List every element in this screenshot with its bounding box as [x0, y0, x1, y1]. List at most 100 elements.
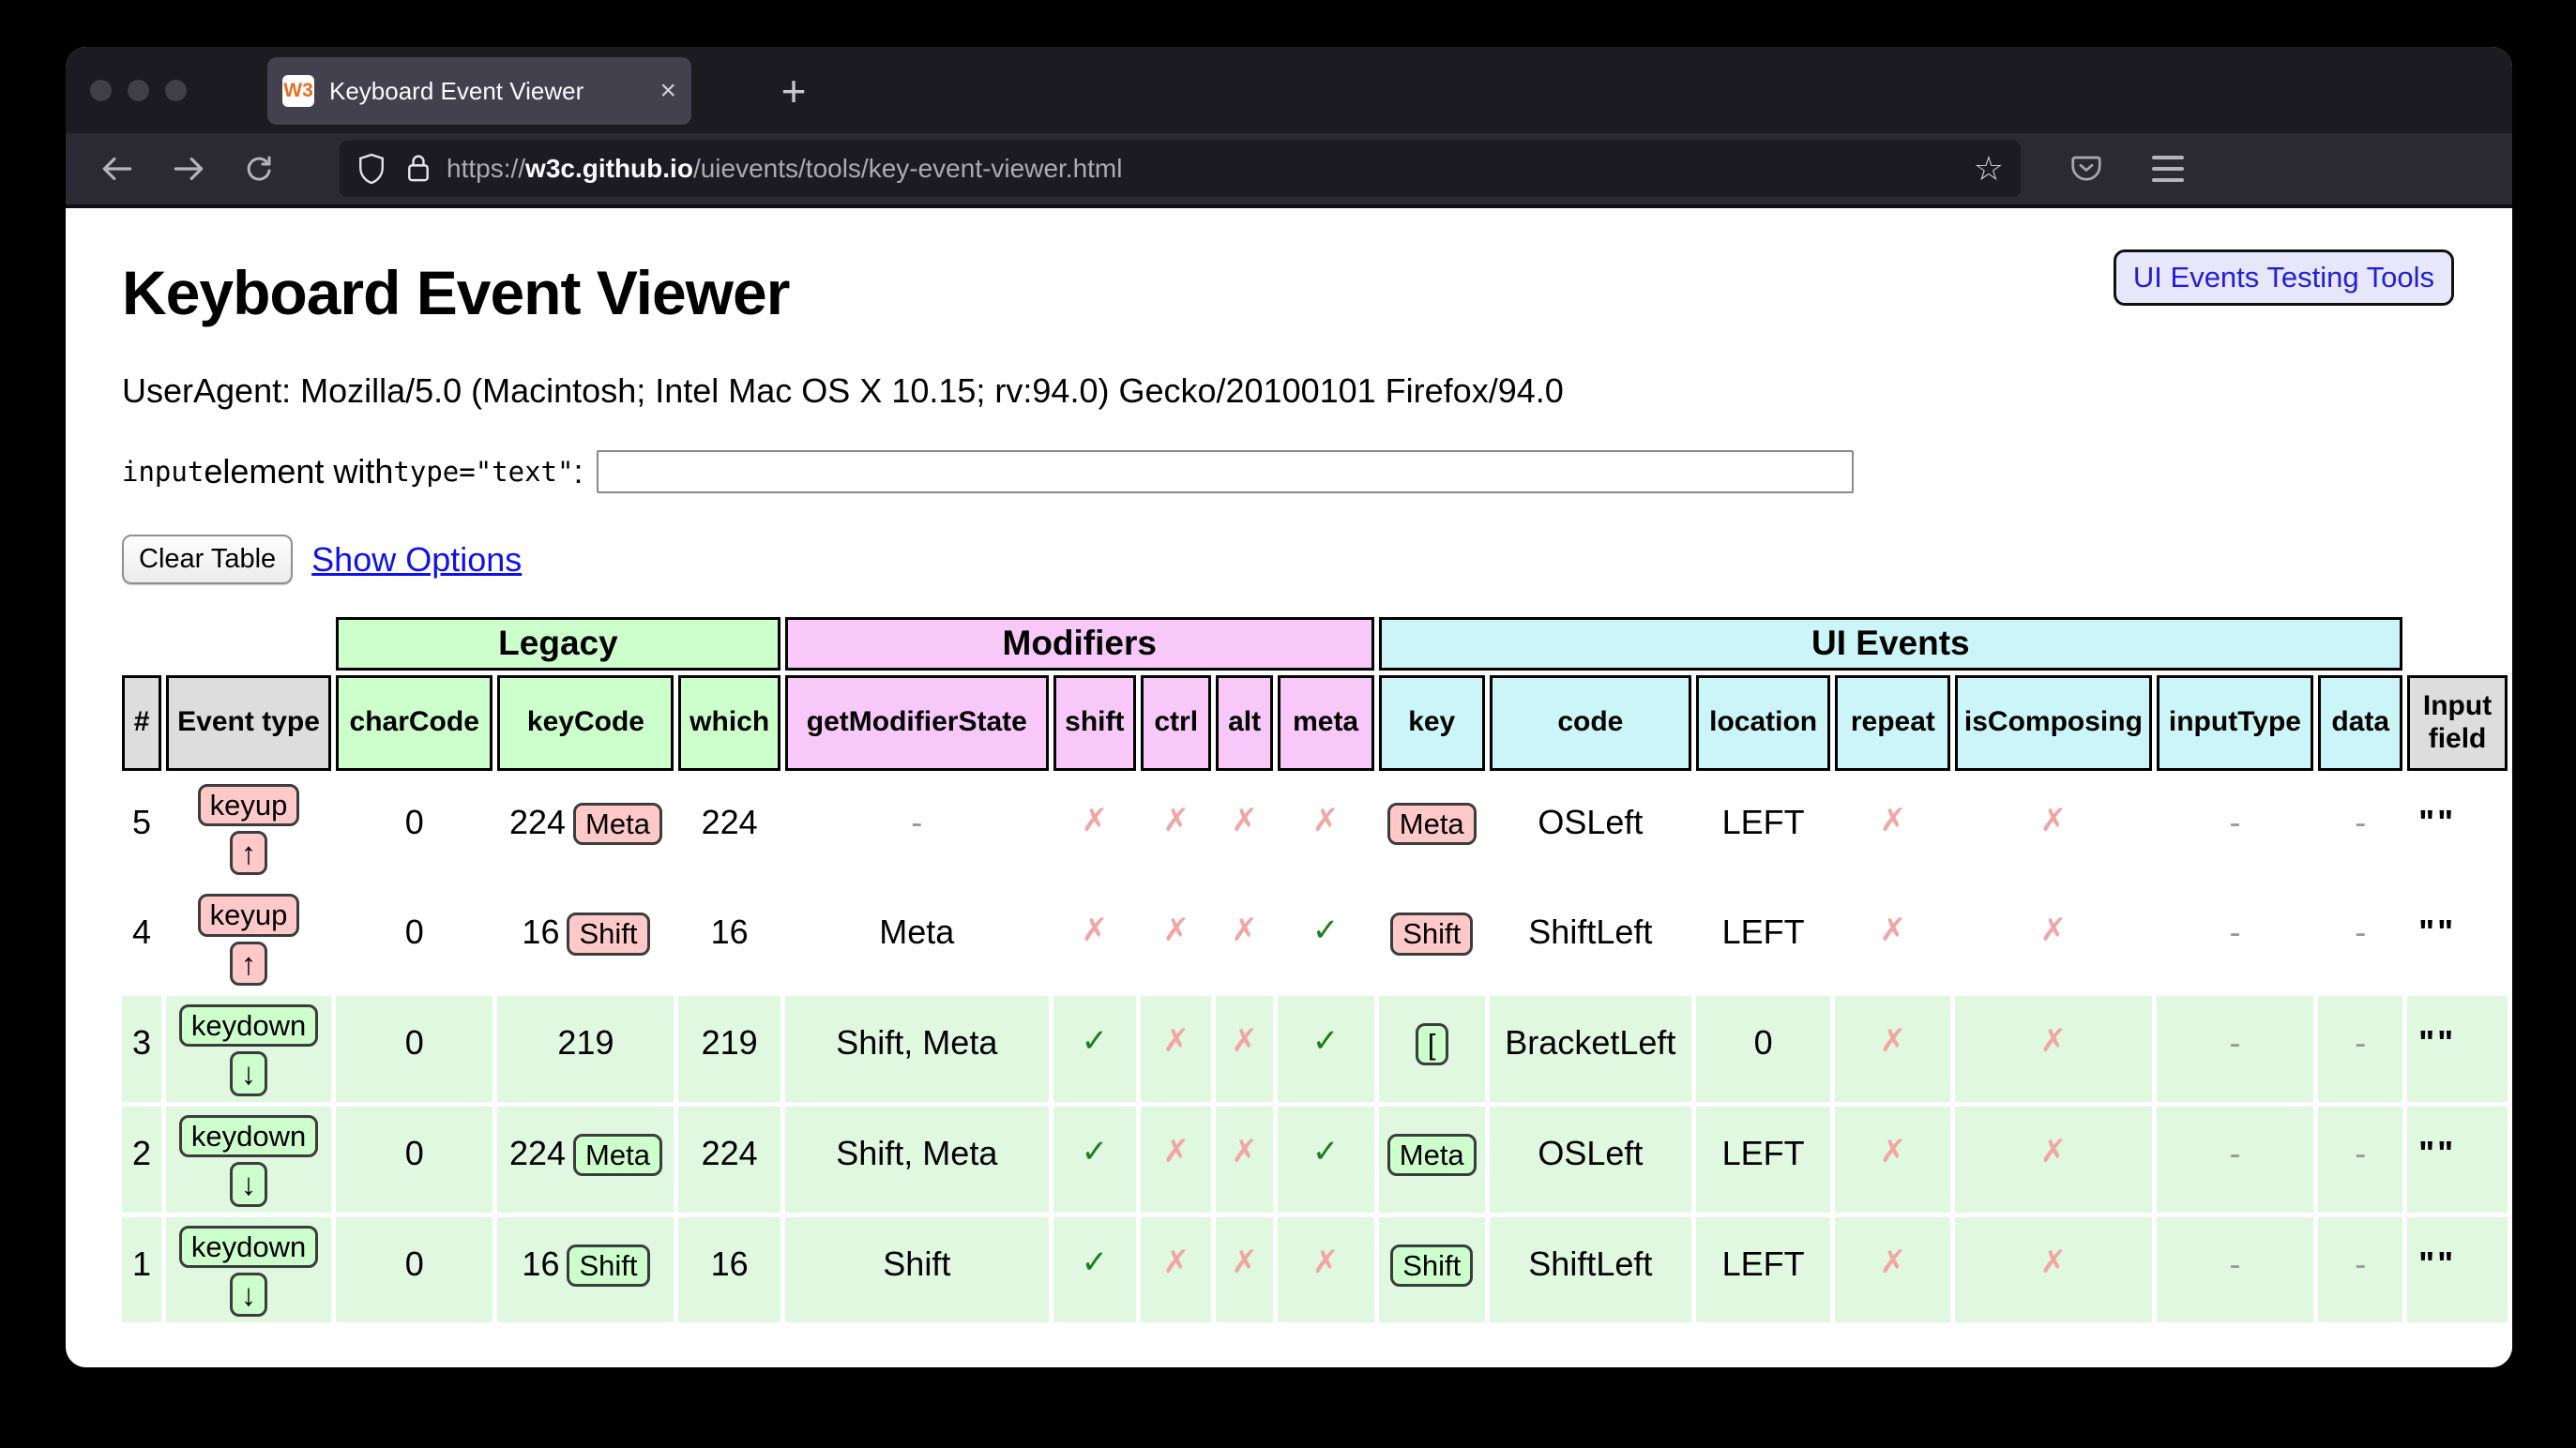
forward-icon[interactable] [169, 149, 208, 189]
tab-close-icon[interactable]: × [659, 75, 676, 106]
code-cell: BracketLeft [1489, 996, 1691, 1102]
clear-table-button[interactable]: Clear Table [122, 535, 294, 584]
arrow-up-icon: ↑ [229, 941, 268, 987]
group-header-modifiers: Modifiers [784, 617, 1374, 671]
col-header-iscomposing: isComposing [1955, 674, 2152, 771]
repeat-cell: ✗ [1835, 1106, 1951, 1213]
charcode-cell: 0 [335, 885, 493, 992]
inputtype-cell: - [2156, 996, 2314, 1102]
url-path: /uievents/tools/key-event-viewer.html [692, 154, 1123, 183]
new-tab-button[interactable]: + [780, 67, 807, 115]
meta-cell: ✗ [1277, 1216, 1374, 1323]
col-header-num: # [122, 674, 162, 771]
which-cell: 224 [678, 775, 780, 882]
col-header-charcode: charCode [335, 674, 493, 771]
key-cell: Shift [1378, 1216, 1485, 1323]
code-cell: ShiftLeft [1489, 885, 1691, 992]
column-header-row: # Event type charCode keyCode which getM… [122, 674, 2508, 771]
url-bar[interactable]: https://w3c.github.io/uievents/tools/key… [340, 141, 2021, 197]
data-cell: - [2318, 885, 2403, 992]
shift-cell: ✗ [1053, 885, 1136, 992]
page-title: Keyboard Event Viewer [122, 258, 790, 327]
input-label-text: element with [204, 452, 394, 490]
browser-tab[interactable]: W3 Keyboard Event Viewer × [267, 57, 691, 125]
col-header-alt: alt [1216, 674, 1273, 771]
event-type-badge: keydown [178, 1225, 319, 1268]
w3c-favicon-icon: W3 [282, 75, 314, 107]
inputtype-cell: - [2156, 775, 2314, 882]
data-cell: - [2318, 1216, 2403, 1323]
meta-cell: ✓ [1277, 1106, 1374, 1213]
data-cell: - [2318, 775, 2403, 882]
url-text: https://w3c.github.io/uievents/tools/key… [447, 154, 1964, 184]
which-cell: 16 [678, 885, 780, 992]
row-number-cell: 5 [122, 775, 162, 882]
event-type-cell: keyup↑ [166, 885, 331, 992]
ctrl-cell: ✗ [1140, 1106, 1212, 1213]
test-input[interactable] [596, 450, 1854, 493]
events-table: Legacy Modifiers UI Events # Event type … [117, 612, 2512, 1327]
row-number-cell: 3 [122, 996, 162, 1102]
reload-icon[interactable] [240, 150, 278, 188]
getmodifierstate-cell: Shift, Meta [784, 1106, 1049, 1213]
shield-icon[interactable] [356, 153, 386, 185]
group-header-legacy: Legacy [335, 617, 780, 671]
col-header-getmodifierstate: getModifierState [784, 674, 1049, 771]
page-content: UI Events Testing Tools Keyboard Event V… [66, 208, 2512, 1367]
bookmark-star-icon[interactable]: ☆ [1973, 149, 2004, 188]
key-badge: Meta [1386, 1133, 1477, 1177]
getmodifierstate-cell: Meta [784, 885, 1049, 992]
data-cell: - [2318, 1106, 2403, 1213]
keycode-cell: 219 [497, 996, 674, 1102]
col-header-repeat: repeat [1835, 674, 1951, 771]
col-header-input-field: Input field [2407, 674, 2508, 771]
location-cell: LEFT [1695, 1216, 1831, 1323]
repeat-cell: ✗ [1835, 885, 1951, 992]
iscomposing-cell: ✗ [1955, 1216, 2152, 1323]
browser-window: W3 Keyboard Event Viewer × + [66, 47, 2512, 1367]
arrow-down-icon: ↓ [229, 1051, 268, 1096]
pocket-icon[interactable] [2069, 152, 2103, 186]
group-header-uievents: UI Events [1378, 617, 2403, 671]
input-label-type: type="text" [393, 456, 574, 488]
menu-icon[interactable] [2152, 156, 2184, 182]
window-controls[interactable] [90, 79, 187, 101]
shift-cell: ✗ [1053, 775, 1136, 882]
lock-icon[interactable] [405, 153, 432, 185]
input-label-code: input [122, 456, 205, 488]
back-icon[interactable] [98, 149, 137, 189]
col-header-meta: meta [1277, 674, 1374, 771]
repeat-cell: ✗ [1835, 1216, 1951, 1323]
col-header-keycode: keyCode [497, 674, 674, 771]
alt-cell: ✗ [1216, 1216, 1273, 1323]
charcode-cell: 0 [335, 775, 493, 882]
keycode-badge: Meta [573, 802, 662, 845]
row-number-cell: 1 [122, 1216, 162, 1323]
col-header-key: key [1378, 674, 1485, 771]
code-cell: OSLeft [1489, 775, 1691, 882]
shift-cell: ✓ [1053, 1106, 1136, 1213]
arrow-down-icon: ↓ [229, 1162, 268, 1207]
which-cell: 16 [678, 1216, 780, 1323]
minimize-window-button[interactable] [128, 79, 149, 101]
charcode-cell: 0 [335, 1216, 493, 1323]
close-window-button[interactable] [90, 79, 112, 101]
meta-cell: ✗ [1277, 775, 1374, 882]
ui-events-testing-tools-button[interactable]: UI Events Testing Tools [2113, 249, 2454, 306]
url-host: w3c.github.io [525, 154, 693, 183]
url-scheme: https:// [447, 154, 526, 183]
getmodifierstate-cell: - [784, 775, 1049, 882]
shift-cell: ✓ [1053, 996, 1136, 1102]
arrow-up-icon: ↑ [229, 830, 268, 876]
maximize-window-button[interactable] [165, 79, 187, 101]
inputtype-cell: - [2156, 885, 2314, 992]
input-field-cell: "" [2407, 885, 2508, 992]
useragent-line: UserAgent: Mozilla/5.0 (Macintosh; Intel… [122, 371, 1564, 410]
show-options-link[interactable]: Show Options [311, 539, 523, 579]
col-header-shift: shift [1053, 674, 1136, 771]
